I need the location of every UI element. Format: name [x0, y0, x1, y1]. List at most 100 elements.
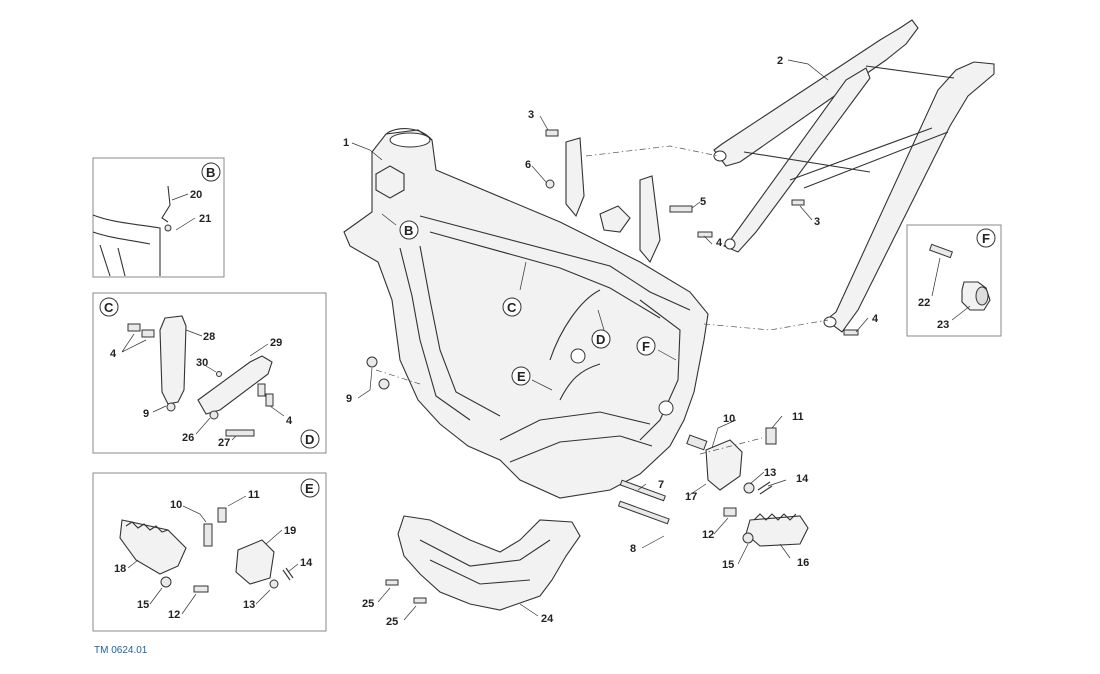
- view-c-badge: [99, 297, 119, 317]
- callout-b-letter: B: [404, 223, 413, 238]
- screw-25b: [413, 597, 427, 604]
- pin-14-drawing: [282, 567, 294, 581]
- label-23: 23: [937, 319, 949, 331]
- nut-9b: [378, 378, 390, 390]
- washer-26: [209, 410, 219, 420]
- nut-9: [166, 402, 176, 412]
- bolt-4c: [257, 383, 266, 397]
- bolt-4a: [127, 323, 141, 332]
- detail-panel-b: 20 21 B: [92, 157, 225, 278]
- main-frame-drawing: [343, 128, 709, 499]
- label-16: 16: [797, 557, 809, 569]
- leader-e12: [181, 593, 197, 615]
- subframe-drawing: [713, 19, 995, 333]
- leader-20: [171, 193, 189, 201]
- callout-c-letter: C: [507, 300, 517, 315]
- view-e-badge: [300, 478, 320, 498]
- callout-b-badge: [399, 220, 419, 240]
- label-4-sub: 4: [872, 313, 879, 325]
- callout-e-badge: [511, 366, 531, 386]
- leader-e14: [287, 563, 299, 573]
- bolt-12: [193, 585, 209, 593]
- leader-21: [175, 217, 196, 231]
- callout-f-badge: [636, 336, 656, 356]
- label-e18: 18: [114, 563, 126, 575]
- label-e11: 11: [248, 489, 260, 501]
- label-25-b: 25: [386, 616, 398, 628]
- bolt-22: [928, 243, 954, 259]
- view-f-letter: F: [982, 231, 990, 246]
- footpeg-18-drawing: [119, 519, 187, 575]
- bolt-3-sub: [791, 199, 805, 206]
- bolt-3-top: [545, 129, 559, 137]
- leader-c4: [121, 333, 147, 353]
- bolt-5: [669, 205, 693, 213]
- callout-e-letter: E: [517, 369, 526, 384]
- leader-26: [195, 417, 211, 435]
- nut-6: [545, 179, 555, 189]
- main-fasteners: [366, 129, 859, 604]
- label-3-top: 3: [528, 109, 534, 121]
- view-d-badge: [300, 429, 320, 449]
- label-27: 27: [218, 437, 230, 449]
- bolt-4-top: [697, 231, 713, 238]
- leader-e15: [149, 587, 163, 605]
- bracket-19-drawing: [235, 539, 275, 585]
- view-b-badge: [201, 162, 221, 182]
- bolt-11: [217, 507, 227, 523]
- label-30: 30: [196, 357, 208, 369]
- label-21: 21: [199, 213, 211, 225]
- pin-20-drawing: [161, 185, 171, 223]
- washer-13: [269, 579, 279, 589]
- view-d-letter: D: [305, 432, 314, 447]
- leader-e13: [255, 589, 271, 605]
- leader-e18: [127, 559, 139, 569]
- panel-b-frame-tube: [92, 214, 161, 276]
- label-22: 22: [918, 297, 930, 309]
- label-c9: 9: [143, 408, 149, 420]
- bracket-near-6: [565, 137, 585, 218]
- label-4-top: 4: [716, 237, 723, 249]
- drawing-reference-code: TM 0624.01: [94, 645, 148, 656]
- panel-b-frame-ribs: [99, 244, 126, 277]
- view-b-letter: B: [206, 165, 215, 180]
- label-8: 8: [630, 543, 636, 555]
- detail-panel-c: C D 4 28 29 30 9 26 27 4: [92, 292, 327, 454]
- bolt-27: [225, 429, 255, 437]
- leader-30: [205, 365, 217, 373]
- main-part-numbers: 1 2 3 3 4 4 5 6 7 8 9 10 11 12 13 14 15 …: [343, 55, 879, 628]
- label-3-sub: 3: [814, 216, 820, 228]
- pin-10: [203, 523, 213, 547]
- view-f-badge: [976, 228, 996, 248]
- leader-28: [185, 329, 203, 337]
- screw-25a: [385, 579, 399, 586]
- label-e10: 10: [170, 499, 182, 511]
- label-15: 15: [722, 559, 734, 571]
- bracket-28-drawing: [159, 315, 187, 405]
- assembly-connectors: [375, 145, 829, 455]
- label-e14: 14: [300, 557, 313, 569]
- label-2: 2: [777, 55, 783, 67]
- callout-d-letter: D: [596, 332, 605, 347]
- panel-b-frame-edge: [92, 231, 151, 245]
- detail-panel-f: F 22 23: [906, 224, 1002, 337]
- label-11: 11: [792, 411, 804, 423]
- label-12: 12: [702, 529, 714, 541]
- label-7: 7: [658, 479, 664, 491]
- leader-c9: [152, 405, 167, 413]
- bolt-4d: [265, 393, 274, 407]
- label-24: 24: [541, 613, 554, 625]
- callout-f-letter: F: [642, 339, 650, 354]
- bolt-4b: [141, 329, 155, 338]
- view-e-letter: E: [305, 481, 314, 496]
- leader-e10: [182, 505, 207, 523]
- bolt-4-sub: [843, 329, 859, 336]
- label-9: 9: [346, 393, 352, 405]
- label-29: 29: [270, 337, 282, 349]
- panel-b-frame: [92, 157, 225, 278]
- panel-c-frame: [92, 292, 327, 454]
- leader-27: [231, 435, 237, 441]
- leader-e11: [227, 495, 247, 507]
- leader-23: [951, 305, 971, 321]
